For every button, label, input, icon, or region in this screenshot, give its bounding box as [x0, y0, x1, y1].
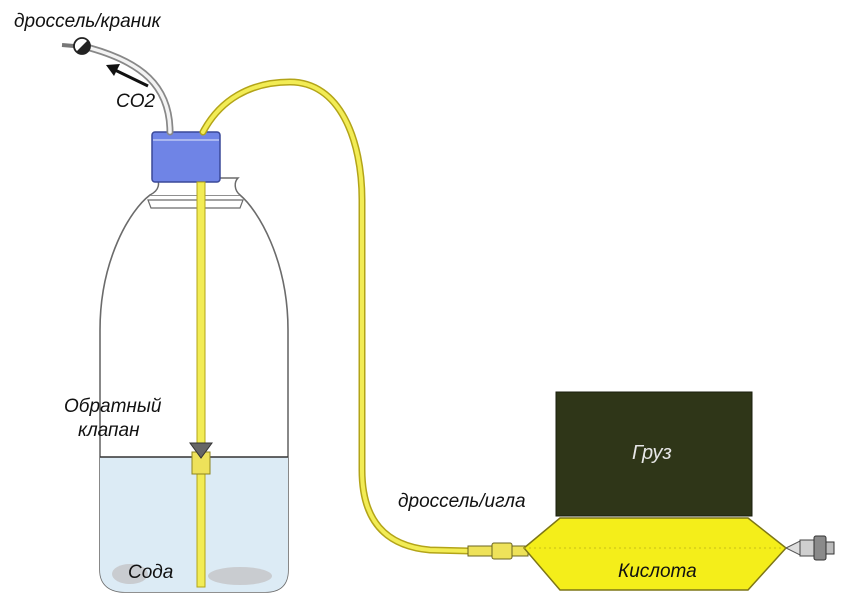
- yellow-tube-inner: [201, 79, 472, 553]
- co2-label: CO2: [116, 91, 156, 112]
- bag-outlet-nozzle: [784, 540, 801, 556]
- bag-outlet-cap: [799, 539, 815, 557]
- check-valve-cone: [189, 442, 213, 459]
- co2-tube-inner: [88, 46, 172, 134]
- inner-tube: [196, 181, 206, 588]
- co2-arrow-head: [106, 64, 120, 76]
- sediment-left: [112, 564, 148, 584]
- throttle-valve-label: дроссель/краник: [14, 11, 161, 32]
- acid-label: Кислота: [618, 561, 697, 582]
- soda-water: [100, 457, 288, 592]
- sediment-right: [208, 567, 272, 585]
- soda-label: Сода: [128, 562, 174, 583]
- bag-outlet-knob: [813, 535, 827, 561]
- weight-box: [555, 391, 753, 517]
- needle-throttle: [467, 545, 493, 557]
- co2-tube-end: [61, 43, 75, 48]
- co2-flow-arrow: [114, 68, 149, 88]
- check-valve-label-line1: Обратный: [64, 396, 162, 417]
- needle-throttle-label: дроссель/игла: [398, 491, 526, 512]
- needle-throttle-collar: [491, 542, 513, 560]
- throttle-valve-fill: [76, 40, 91, 55]
- weight-label: Груз: [632, 442, 672, 464]
- bottle-neck-ring: [147, 199, 244, 209]
- check-valve-label-line2: клапан: [78, 420, 140, 441]
- bag-outlet-end: [825, 541, 835, 555]
- bottle-cap: [151, 131, 221, 183]
